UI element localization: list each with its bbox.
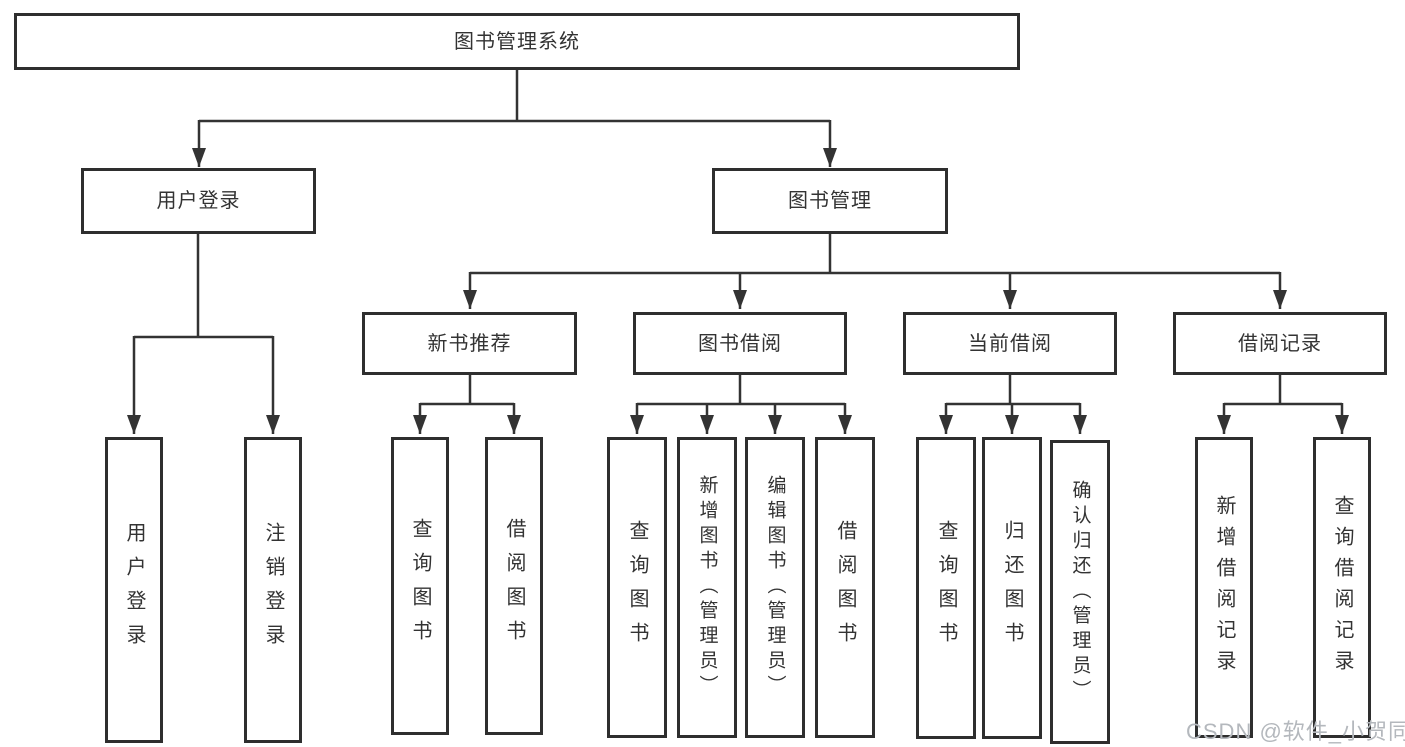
node-root: 图书管理系统 bbox=[14, 13, 1020, 70]
node-new-book-recommend: 新书推荐 bbox=[362, 312, 577, 375]
node-confirm-return-admin: 确认归还（管理员） bbox=[1050, 440, 1110, 744]
book-management-branch-connector bbox=[463, 234, 1287, 309]
node-user-login: 用户登录 bbox=[81, 168, 316, 234]
node-current-borrowing: 当前借阅 bbox=[903, 312, 1117, 375]
node-query-book-recommend: 查询图书 bbox=[391, 437, 449, 735]
borrowing-records-connector bbox=[1217, 375, 1349, 434]
node-book-borrowing: 图书借阅 bbox=[633, 312, 847, 375]
node-return-book: 归还图书 bbox=[982, 437, 1042, 739]
root-to-level2-connector bbox=[192, 70, 837, 167]
node-query-book-borrowing: 查询图书 bbox=[607, 437, 667, 738]
node-query-book-current: 查询图书 bbox=[916, 437, 976, 739]
node-book-management: 图书管理 bbox=[712, 168, 948, 234]
node-borrow-book: 借阅图书 bbox=[815, 437, 875, 738]
node-add-borrow-record: 新增借阅记录 bbox=[1195, 437, 1253, 738]
node-login: 用户登录 bbox=[105, 437, 163, 743]
book-borrowing-connector bbox=[630, 375, 852, 434]
node-query-borrow-record: 查询借阅记录 bbox=[1313, 437, 1371, 738]
node-borrowing-records: 借阅记录 bbox=[1173, 312, 1387, 375]
user-login-branch-connector bbox=[127, 234, 280, 434]
node-logout: 注销登录 bbox=[244, 437, 302, 743]
csdn-watermark: CSDN @软件_小贺同学 bbox=[1186, 719, 1405, 744]
new-book-recommend-connector bbox=[413, 375, 521, 434]
node-add-book-admin: 新增图书（管理员） bbox=[677, 437, 737, 738]
node-borrow-book-recommend: 借阅图书 bbox=[485, 437, 543, 735]
node-edit-book-admin: 编辑图书（管理员） bbox=[745, 437, 805, 738]
current-borrowing-connector bbox=[939, 375, 1087, 434]
